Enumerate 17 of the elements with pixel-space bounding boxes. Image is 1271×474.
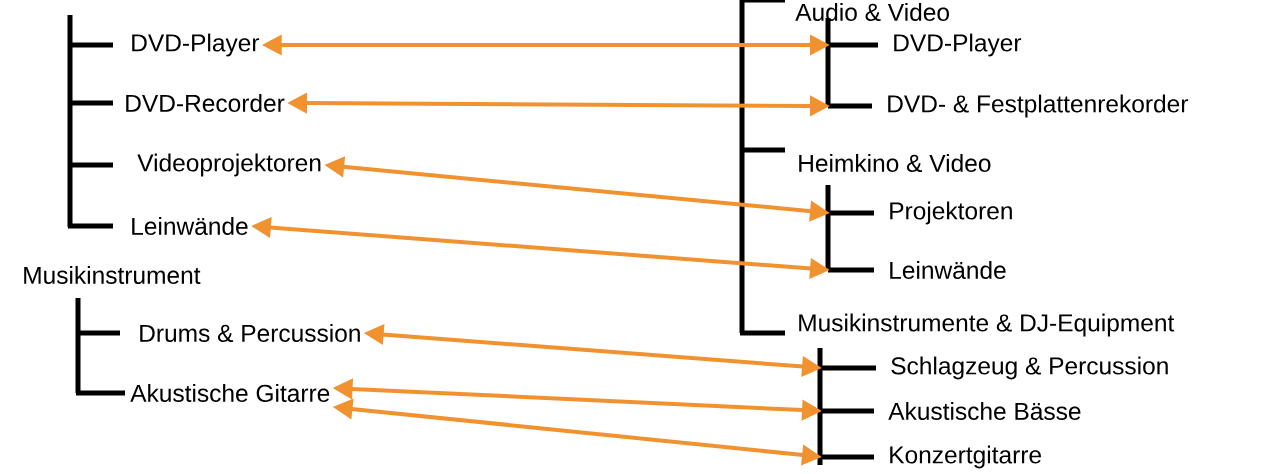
category-label: DVD-Player (894, 33, 1022, 57)
category-label: Videoprojektoren (137, 153, 321, 177)
category-label: Akustische Bässe (888, 402, 1081, 420)
category-label: DVD- & Festplattenrekorder (888, 94, 1189, 118)
category-label: Musikinstrument (24, 266, 201, 284)
category-label: DVD-Recorder (126, 94, 285, 112)
category-label: Akustische Gitarre (130, 384, 330, 402)
category-label: Schlagzeug & Percussion (891, 356, 1168, 380)
category-label: Leinwände (890, 261, 1006, 279)
category-label: Konzertgitarre (890, 445, 1041, 469)
category-label: Drums & Percussion (140, 324, 360, 342)
category-label: DVD-Player (132, 33, 260, 57)
category-label: Heimkino & Video (799, 154, 991, 172)
category-label: Musikinstrumente & DJ-Equipment (799, 313, 1175, 337)
category-label: Projektoren (890, 201, 1012, 225)
category-label: Audio & Video (795, 3, 949, 21)
category-label: Leinwände (132, 217, 248, 235)
